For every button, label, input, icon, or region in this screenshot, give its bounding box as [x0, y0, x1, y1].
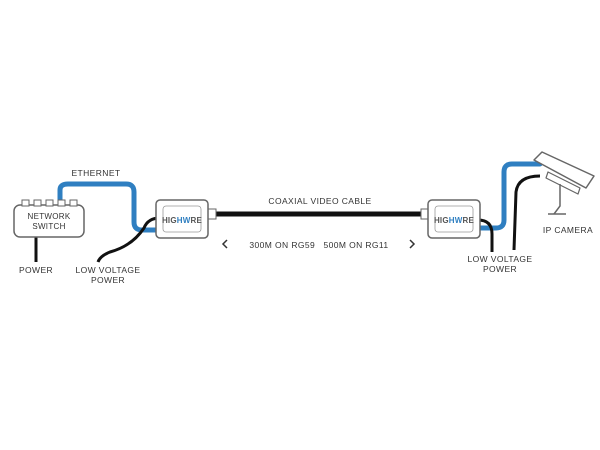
ip-camera-icon [533, 151, 595, 215]
ethernet-label: ETHERNET [71, 168, 120, 178]
left-power-label-line2: POWER [91, 275, 125, 285]
left-power-label-line1: LOW VOLTAGE [75, 265, 140, 275]
left-converter: HIGHWRE [155, 199, 217, 239]
right-power-label-line2: POWER [483, 264, 517, 274]
left-arrow-icon [221, 239, 228, 249]
left-converter-logo: HIGHWRE [162, 216, 203, 225]
right-converter-logo: HIGHWRE [434, 216, 475, 225]
right-arrow-icon [409, 239, 416, 249]
ethernet-cable-left [57, 181, 163, 233]
switch-power-label: POWER [19, 265, 53, 275]
camera-label: IP CAMERA [543, 225, 593, 235]
switch-label-line2: SWITCH [32, 222, 65, 231]
right-converter: HIGHWRE [420, 199, 481, 239]
coax-label: COAXIAL VIDEO CABLE [268, 196, 371, 206]
left-power-cable [96, 216, 161, 263]
switch-label-line1: NETWORK [28, 212, 71, 221]
ethernet-cable-right [475, 161, 543, 231]
range-label: 300M ON RG59 500M ON RG11 [249, 240, 388, 250]
right-power-label-line1: LOW VOLTAGE [467, 254, 532, 264]
camera-power-cable [512, 174, 541, 251]
network-switch: NETWORK SWITCH [13, 199, 85, 238]
